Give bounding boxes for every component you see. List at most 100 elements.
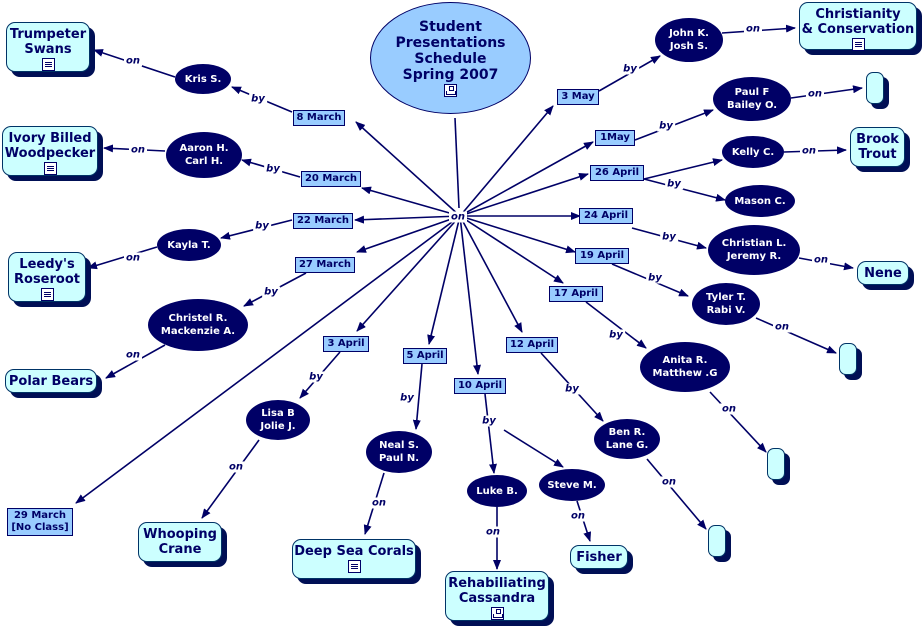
- link-label: on: [744, 23, 762, 35]
- link-label: on: [129, 144, 147, 156]
- presenter-anita-matthew[interactable]: Anita R. Matthew .G: [640, 342, 730, 392]
- center-title-line1: Student: [419, 19, 482, 35]
- link-label: by: [563, 383, 581, 395]
- date-24-april[interactable]: 24 April: [579, 208, 633, 224]
- topic-leedys-roseroot[interactable]: Leedy's Roseroot: [8, 252, 86, 302]
- link-line: [459, 173, 589, 217]
- center-title-line3: Schedule: [414, 51, 487, 67]
- document-icon[interactable]: [347, 560, 361, 573]
- document-icon[interactable]: [40, 288, 54, 301]
- topic-line: Rehabiliating: [448, 576, 546, 591]
- date-17-april[interactable]: 17 April: [549, 286, 603, 302]
- topic-whooping-crane[interactable]: Whooping Crane: [138, 522, 222, 562]
- topic-ivory-billed-woodpecker[interactable]: Ivory Billed Woodpecker: [2, 126, 98, 176]
- topic-nene[interactable]: Nene: [857, 261, 909, 285]
- link-line: [484, 393, 497, 474]
- presenter-christel-mackenzie[interactable]: Christel R. Mackenzie A.: [148, 299, 248, 351]
- date-3-april[interactable]: 3 April: [323, 336, 369, 352]
- presenter-christian-jeremy[interactable]: Christian L. Jeremy R.: [708, 225, 800, 275]
- link-label: on: [227, 461, 245, 473]
- link-line: [459, 215, 523, 333]
- presenter-kelly[interactable]: Kelly C.: [722, 136, 784, 168]
- link-label: on: [800, 145, 818, 157]
- topic-line: Crane: [158, 542, 202, 557]
- link-label: by: [646, 272, 664, 284]
- concept-map-icon[interactable]: [490, 607, 504, 620]
- link-label: by: [249, 93, 267, 105]
- concept-map-icon[interactable]: [444, 84, 457, 97]
- document-icon[interactable]: [851, 38, 865, 51]
- date-line: 29 March: [13, 510, 67, 521]
- date-12-april[interactable]: 12 April: [506, 337, 558, 353]
- presenter-lisa-jolie[interactable]: Lisa B Jolie J.: [246, 400, 310, 440]
- date-19-april[interactable]: 19 April: [575, 248, 629, 264]
- topic-christianity-conservation[interactable]: Christianity & Conservation: [799, 2, 917, 51]
- document-icon[interactable]: [41, 58, 55, 71]
- link-label: on: [484, 526, 502, 538]
- link-label: on: [124, 252, 142, 264]
- link-label: on: [449, 211, 467, 223]
- link-line: [459, 215, 481, 375]
- presenter-luke[interactable]: Luke B.: [467, 475, 527, 507]
- topic-line: Deep Sea Corals: [294, 544, 414, 559]
- link-line: [709, 391, 767, 453]
- topic-brook-trout[interactable]: Brook Trout: [850, 127, 905, 167]
- link-label: by: [307, 371, 325, 383]
- link-line: [355, 121, 461, 217]
- presenter-neal-paul[interactable]: Neal S. Paul N.: [366, 431, 432, 473]
- topic-line: Whooping: [143, 527, 217, 542]
- link-line: [643, 158, 723, 180]
- date-20-march[interactable]: 20 March: [301, 171, 361, 187]
- center-title-line2: Presentations: [395, 35, 506, 51]
- link-line: [105, 344, 166, 379]
- date-5-april[interactable]: 5 April: [403, 348, 447, 364]
- topic-empty-box[interactable]: [866, 72, 884, 104]
- center-node[interactable]: Student Presentations Schedule Spring 20…: [370, 2, 531, 114]
- topic-rehabiliating-cassandra[interactable]: Rehabiliating Cassandra: [445, 571, 549, 621]
- center-title-line4: Spring 2007: [402, 67, 499, 83]
- link-label: by: [253, 220, 271, 232]
- link-line: [201, 439, 260, 519]
- presenter-aaron-carl[interactable]: Aaron H. Carl H.: [166, 132, 242, 178]
- date-27-march[interactable]: 27 March: [295, 257, 355, 273]
- topic-fisher[interactable]: Fisher: [570, 545, 628, 569]
- presenter-paul-bailey[interactable]: Paul F Bailey O.: [713, 77, 791, 121]
- link-line: [459, 141, 594, 217]
- date-1-may[interactable]: 1May: [595, 130, 635, 146]
- topic-polar-bears[interactable]: Polar Bears: [5, 369, 97, 393]
- link-line: [427, 215, 461, 345]
- topic-line: Brook: [856, 132, 899, 147]
- presenter-kayla[interactable]: Kayla T.: [157, 229, 221, 261]
- topic-empty-box[interactable]: [708, 525, 726, 557]
- topic-line: Roseroot: [14, 272, 80, 287]
- date-29-march[interactable]: 29 March [No Class]: [7, 508, 73, 536]
- date-3-may[interactable]: 3 May: [557, 89, 599, 105]
- date-22-march[interactable]: 22 March: [293, 213, 353, 229]
- topic-trumpeter-swans[interactable]: Trumpeter Swans: [6, 22, 90, 72]
- presenter-john-josh[interactable]: John K. Josh S.: [655, 18, 723, 62]
- presenter-kris[interactable]: Kris S.: [175, 64, 231, 94]
- link-line: [459, 215, 564, 284]
- topic-line: Fisher: [576, 550, 622, 565]
- link-label: on: [124, 55, 142, 67]
- link-label: on: [773, 321, 791, 333]
- topic-empty-box[interactable]: [839, 343, 857, 375]
- presenter-tyler-rabi[interactable]: Tyler T. Rabi V.: [692, 283, 760, 325]
- topic-empty-box[interactable]: [767, 448, 785, 480]
- date-26-april[interactable]: 26 April: [590, 165, 644, 181]
- date-8-march[interactable]: 8 March: [293, 110, 345, 126]
- link-line: [361, 186, 461, 217]
- document-icon[interactable]: [43, 162, 57, 175]
- presenter-ben-lane[interactable]: Ben R. Lane G.: [594, 419, 660, 459]
- link-line: [755, 317, 837, 354]
- topic-deep-sea-corals[interactable]: Deep Sea Corals: [292, 539, 416, 579]
- date-10-april[interactable]: 10 April: [454, 378, 506, 394]
- link-line: [454, 117, 460, 209]
- presenter-mason[interactable]: Mason C.: [725, 185, 795, 217]
- presenter-steve[interactable]: Steve M.: [539, 469, 605, 501]
- link-line: [354, 215, 461, 224]
- topic-line: Woodpecker: [4, 146, 96, 161]
- topic-line: Christianity: [815, 7, 901, 22]
- link-label: on: [124, 349, 142, 361]
- link-line: [643, 178, 726, 202]
